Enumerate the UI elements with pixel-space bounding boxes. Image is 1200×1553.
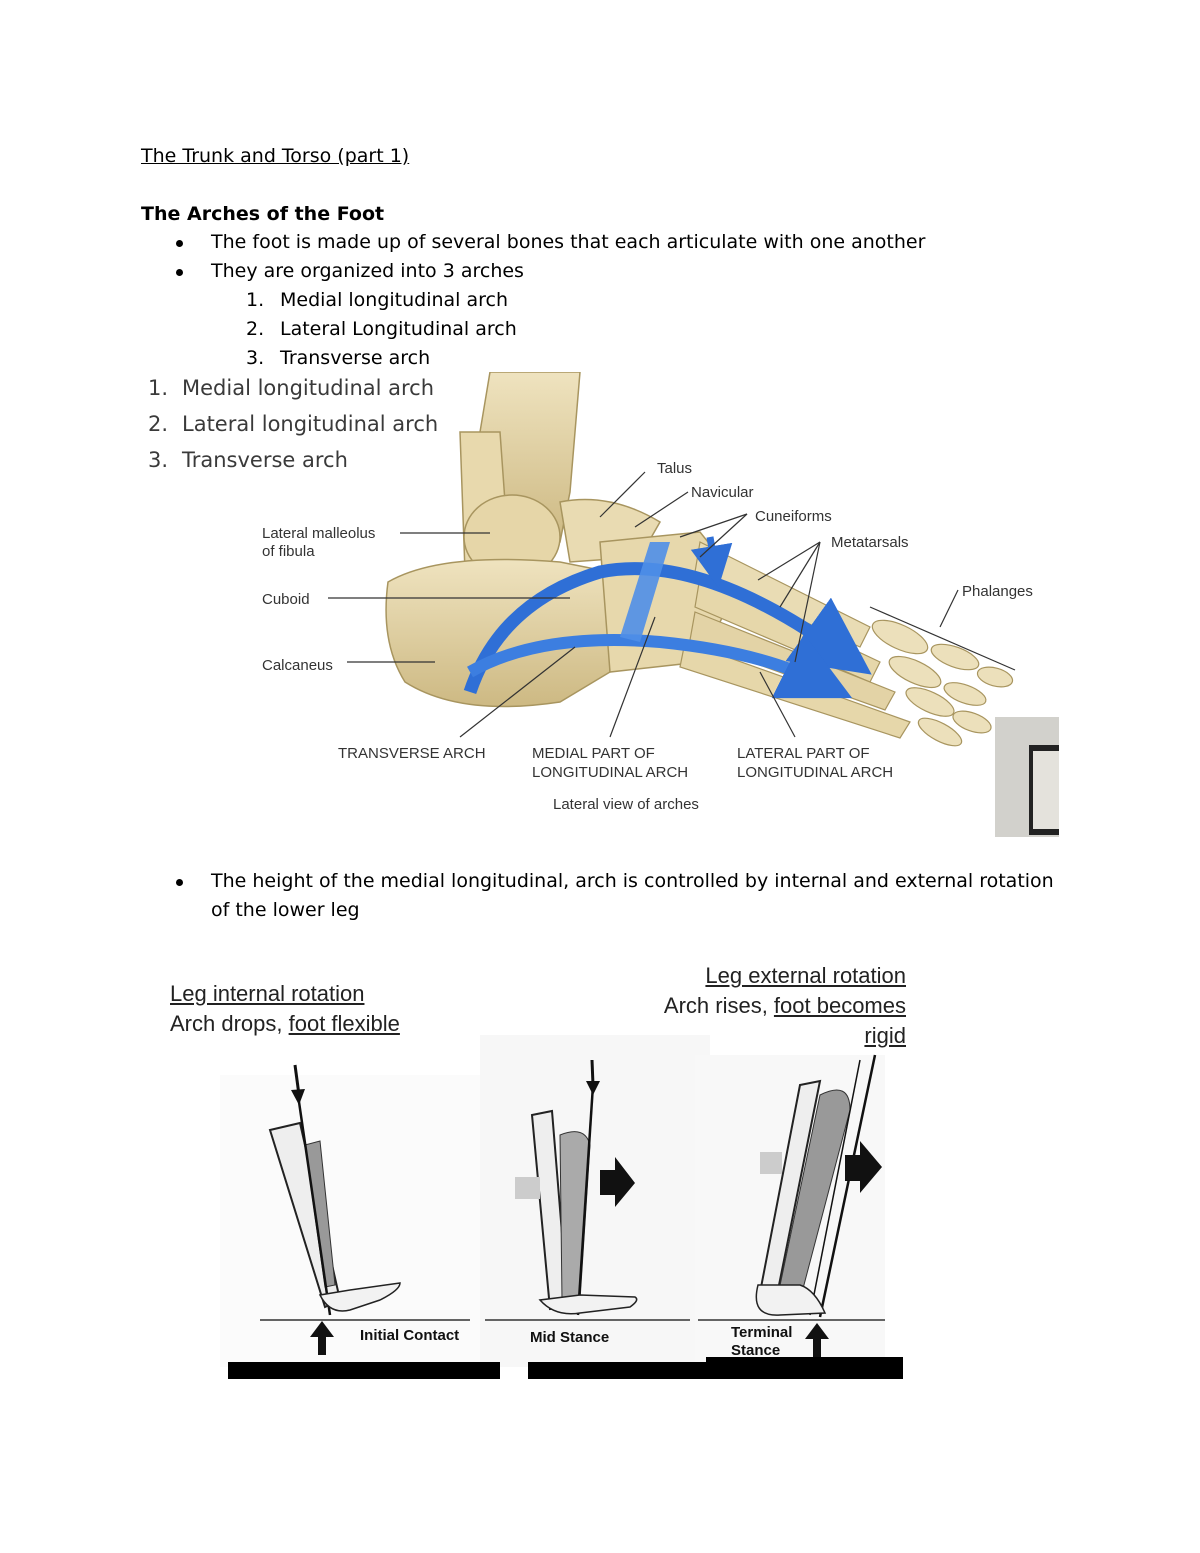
page-title: The Trunk and Torso (part 1) — [141, 145, 410, 167]
bullet-arches: They are organized into 3 arches — [211, 260, 524, 282]
arch-number: 2. — [246, 318, 265, 340]
external-rotation-title-text: Leg external rotation — [705, 963, 906, 988]
bullet-bones: The foot is made up of several bones tha… — [211, 231, 926, 253]
gait-illustration — [220, 1035, 903, 1379]
label-lateral-part: LATERAL PART OF — [737, 745, 870, 762]
figure-arch-list-item: 2. Lateral longitudinal arch — [148, 412, 438, 436]
arch-text: Medial longitudinal arch — [182, 376, 435, 400]
bullet-height-line2: of the lower leg — [211, 899, 360, 921]
internal-rotation-title-text: Leg internal rotation — [170, 981, 365, 1006]
foot-illustration — [328, 371, 1016, 747]
label-transverse-arch: TRANSVERSE ARCH — [338, 745, 486, 762]
label-talus: Talus — [657, 460, 693, 477]
bullet-dot — [176, 879, 183, 886]
external-desc-rigid: rigid — [864, 1023, 906, 1048]
label-lateral-longitudinal: LONGITUDINAL ARCH — [737, 764, 894, 781]
arch-list-item: 3. Transverse arch — [246, 344, 430, 372]
label-metatarsals: Metatarsals — [831, 534, 909, 551]
gait-rotation-figure: Leg internal rotation Arch drops, foot f… — [160, 945, 920, 1385]
figure-arch-list-item: 1. Medial longitudinal arch — [148, 376, 434, 400]
bullet-dot — [176, 269, 183, 276]
external-rotation-desc-2: rigid — [864, 1021, 906, 1051]
label-navicular: Navicular — [691, 484, 754, 501]
internal-desc-plain: Arch drops, — [170, 1011, 289, 1036]
arch-text: Transverse arch — [280, 347, 431, 369]
phase-terminal: Terminal — [731, 1324, 793, 1341]
arch-text: Medial longitudinal arch — [280, 289, 509, 311]
label-medial-part: MEDIAL PART OF — [532, 745, 655, 762]
foot-arches-figure: 1. Medial longitudinal arch 2. Lateral lon… — [140, 371, 1060, 838]
arch-text: Transverse arch — [182, 448, 348, 472]
internal-desc-underlined: foot flexible — [288, 1011, 400, 1036]
external-desc-underlined: foot becomes — [773, 993, 906, 1018]
label-lateral-malleolus: Lateral malleolus — [262, 525, 376, 542]
label-medial-longitudinal: LONGITUDINAL ARCH — [532, 764, 689, 781]
arch-text: Lateral longitudinal arch — [182, 412, 439, 436]
arch-number: 1. — [148, 376, 169, 400]
label-cuboid: Cuboid — [262, 591, 310, 608]
arch-number: 1. — [246, 289, 265, 311]
arch-text: Lateral Longitudinal arch — [280, 318, 517, 340]
arch-number: 3. — [148, 448, 169, 472]
phase-terminal-stance: Stance — [731, 1342, 781, 1359]
figure-arch-list-item: 3. Transverse arch — [148, 448, 348, 472]
section-heading: The Arches of the Foot — [141, 203, 385, 225]
label-lateral-malleolus-fibula: of fibula — [262, 543, 315, 560]
bullet-dot — [176, 240, 183, 247]
external-rotation-desc: Arch rises, foot becomes — [664, 991, 906, 1021]
figure-caption: Lateral view of arches — [553, 796, 699, 813]
label-phalanges: Phalanges — [962, 583, 1033, 600]
label-calcaneus: Calcaneus — [262, 657, 333, 674]
photo-frame-inner — [1033, 751, 1059, 829]
arch-list-item: 2. Lateral Longitudinal arch — [246, 315, 517, 343]
arch-list-item: 1. Medial longitudinal arch — [246, 286, 508, 314]
internal-rotation-desc: Arch drops, foot flexible — [170, 1009, 400, 1039]
internal-rotation-title: Leg internal rotation — [170, 979, 364, 1009]
label-cuneiforms: Cuneiforms — [755, 508, 832, 525]
arch-number: 3. — [246, 347, 265, 369]
phase-mid-stance: Mid Stance — [530, 1329, 610, 1346]
bullet-height-line1: The height of the medial longitudinal, a… — [211, 870, 1054, 892]
photo-fragment — [995, 717, 1059, 837]
phase-initial-contact: Initial Contact — [360, 1327, 460, 1344]
external-rotation-title: Leg external rotation — [705, 961, 906, 991]
external-desc-plain: Arch rises, — [663, 993, 774, 1018]
arch-number: 2. — [148, 412, 169, 436]
